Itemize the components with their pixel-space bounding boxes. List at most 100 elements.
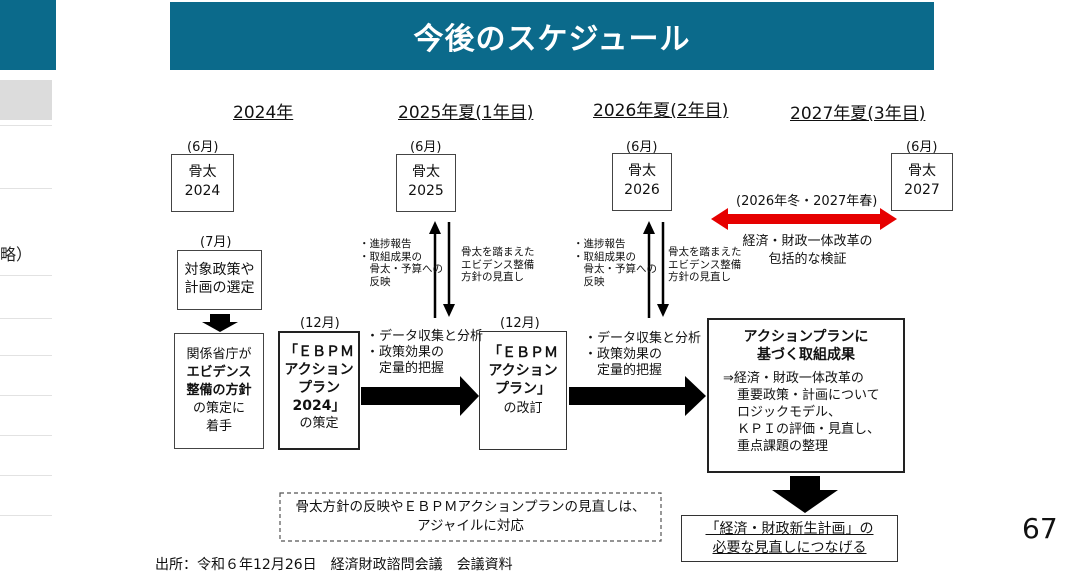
note-line: 骨太・予算への	[573, 263, 657, 275]
box-text: 2024」	[292, 398, 346, 414]
box-text: 骨太	[908, 163, 936, 179]
sidebar-item-label[interactable]: 略）	[0, 245, 33, 264]
text-line: アジャイルに対応	[417, 518, 524, 534]
comprehensive-review-text: 経済・財政一体改革の 包括的な検証	[735, 233, 880, 269]
feedback-down-note-1: 骨太を踏まえた エビデンス整備 方針の見直し	[461, 246, 535, 284]
box-text: 着手	[205, 419, 232, 434]
sidebar-divider	[0, 318, 52, 319]
results-list: ⇒経済・財政一体改革の 重要政策・計画について ロジックモデル、 ＫＰＩの評価・…	[709, 370, 903, 455]
text-line: 必要な見直しにつなげる	[712, 540, 867, 556]
agile-note: 骨太方針の反映やＥＢＰＭアクションプランの見直しは、 アジャイルに対応	[280, 498, 661, 536]
flow-arrow-2	[569, 376, 706, 416]
new-plan-box: 「経済・財政新生計画」の 必要な見直しにつなげる	[681, 515, 898, 562]
box-text: 2027	[904, 182, 940, 198]
results-box: アクションプランに 基づく取組成果 ⇒経済・財政一体改革の 重要政策・計画につい…	[707, 318, 905, 473]
action-plan-2024-box: 「ＥＢＰＭ アクション プラン 2024」 の策定	[278, 331, 360, 450]
honebuto-2025-box: 骨太 2025	[396, 154, 456, 212]
data-step-2: ・データ収集と分析 ・政策効果の 定量的把握	[584, 331, 701, 379]
text-line: ロジックモデル、	[737, 405, 842, 420]
feedback-up-note-1: ・進捗報告 ・取組成果の 骨太・予算への 反映	[359, 238, 443, 288]
box-text: プラン」	[495, 381, 551, 397]
box-text: 骨太	[188, 164, 217, 180]
month-label: (12月)	[500, 316, 540, 331]
sidebar-header	[0, 0, 56, 70]
box-text: 2025	[408, 183, 444, 199]
sidebar-divider	[0, 515, 52, 516]
bullet-line: ・データ収集と分析	[584, 331, 702, 346]
text-line: 経済・財政一体改革の	[742, 234, 873, 249]
agile-note-box	[279, 492, 662, 542]
page-title: 今後のスケジュール	[170, 2, 934, 70]
box-text: の策定	[299, 416, 339, 431]
sidebar-divider	[0, 188, 52, 189]
year-2025: 2025年夏(1年目)	[398, 103, 534, 123]
bullet-line: 定量的把握	[366, 361, 445, 376]
sidebar-selected-item[interactable]	[0, 80, 52, 120]
text-line: 重点課題の整理	[737, 439, 829, 454]
ministries-box: 関係省庁が エビデンス 整備の方針 の策定に 着手	[174, 333, 264, 449]
box-text: 骨太	[628, 163, 656, 179]
note-line: 反映	[573, 275, 605, 288]
text-line: 包括的な検証	[768, 252, 847, 267]
box-text: 関係省庁が	[186, 347, 252, 362]
bullet-line: ・データ収集と分析	[366, 329, 484, 344]
note-line: 骨太を踏まえた	[668, 246, 742, 258]
box-text: 2024	[184, 183, 221, 199]
text-line: 骨太方針の反映やＥＢＰＭアクションプランの見直しは、	[295, 499, 646, 515]
sidebar-divider	[0, 395, 52, 396]
box-text: 整備の方針	[186, 383, 252, 398]
page-number: 67	[1022, 512, 1058, 545]
month-label: (12月)	[300, 316, 340, 331]
note-line: 骨太・予算への	[359, 263, 443, 275]
sidebar-divider	[0, 125, 52, 126]
text-line: 重要政策・計画について	[737, 388, 880, 403]
bullet-line: ・政策効果の	[584, 347, 663, 362]
note-line: ・進捗報告	[573, 238, 626, 250]
policy-selection-box: 対象政策や 計画の選定	[177, 250, 262, 310]
year-2024: 2024年	[233, 103, 294, 123]
note-line: 反映	[359, 275, 391, 288]
text-line: 「経済・財政新生計画」の	[705, 521, 874, 537]
box-title: 基づく取組成果	[757, 347, 855, 363]
honebuto-2027-box: 骨太 2027	[891, 153, 953, 211]
note-line: ・取組成果の	[573, 250, 636, 263]
review-period-arrow	[711, 208, 897, 230]
year-2026: 2026年夏(2年目)	[593, 101, 729, 121]
bullet-line: ・政策効果の	[366, 345, 445, 360]
review-period-label: (2026年冬・2027年春)	[736, 194, 878, 209]
feedback-down-note-2: 骨太を踏まえた エビデンス整備 方針の見直し	[668, 246, 742, 284]
box-text: 対象政策や	[184, 262, 255, 278]
year-2027: 2027年夏(3年目)	[790, 104, 926, 124]
sidebar-divider	[0, 275, 52, 276]
note-line: 方針の見直し	[668, 271, 731, 283]
box-text: 「ＥＢＰＭ	[488, 345, 558, 361]
note-line: 方針の見直し	[461, 271, 524, 283]
box-text: エビデンス	[186, 365, 252, 380]
box-text: アクション	[488, 363, 558, 379]
note-line: エビデンス整備	[668, 258, 742, 271]
down-arrow-large	[772, 476, 838, 513]
note-line: ・進捗報告	[359, 238, 412, 250]
month-label: (7月)	[200, 235, 232, 250]
text-line: ＫＰＩの評価・見直し、	[737, 422, 881, 437]
month-label: (6月)	[187, 140, 219, 155]
box-text: の策定に	[192, 401, 245, 416]
box-text: 「ＥＢＰＭ	[284, 344, 354, 360]
month-label: (6月)	[906, 140, 938, 155]
box-text: の改訂	[503, 401, 543, 416]
box-text: 骨太	[412, 164, 440, 180]
action-plan-revision-box: 「ＥＢＰＭ アクション プラン」 の改訂	[479, 331, 567, 450]
bullet-line: 定量的把握	[584, 363, 663, 378]
honebuto-2026-box: 骨太 2026	[612, 153, 672, 211]
box-text: 2026	[624, 182, 660, 198]
sidebar-divider	[0, 475, 52, 476]
source-note: 出所：令和６年12月26日 経済財政諮問会議 会議資料	[155, 557, 513, 573]
note-line: 骨太を踏まえた	[461, 246, 535, 258]
text-line: ⇒経済・財政一体改革の	[723, 371, 864, 386]
month-label: (6月)	[626, 140, 658, 155]
sidebar-divider	[0, 355, 52, 356]
down-arrow	[202, 314, 238, 332]
month-label: (6月)	[410, 140, 442, 155]
flow-arrow-1	[361, 376, 479, 416]
